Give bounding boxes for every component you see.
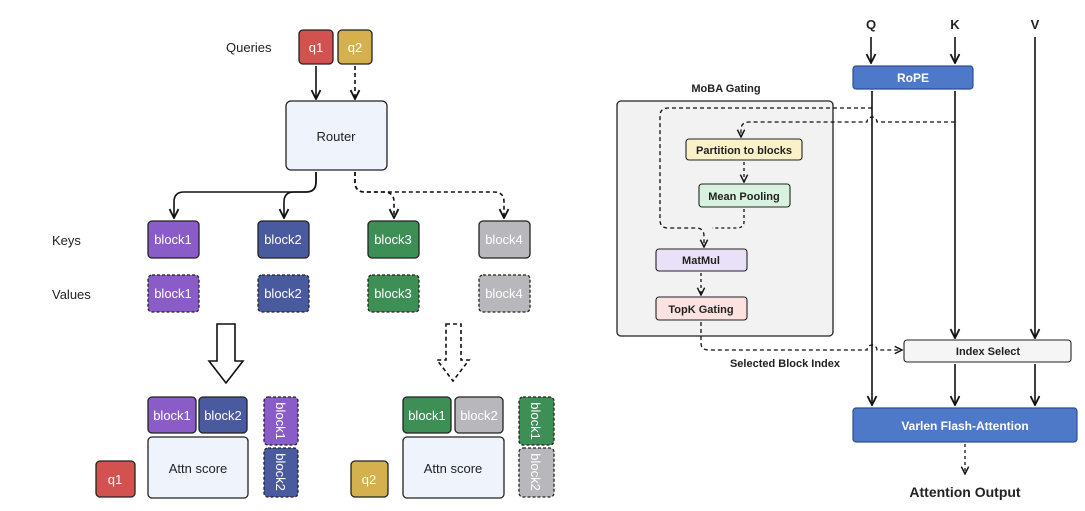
flash-attention-box: Varlen Flash-Attention <box>852 407 1078 443</box>
topk-gating-box: TopK Gating <box>655 296 748 321</box>
key-block4: block4 <box>478 220 531 259</box>
moba-gating-title: MoBA Gating <box>691 83 760 95</box>
big-dashed-down-arrow <box>435 323 471 383</box>
input-v-label: V <box>1031 17 1040 32</box>
query-q1: q1 <box>298 29 334 65</box>
index-select-label: Index Select <box>956 346 1021 358</box>
result-q2-top-block2: block2 <box>460 408 498 423</box>
input-q-label: Q <box>866 17 876 32</box>
result-q1-side-block2: block2 <box>273 453 288 491</box>
key-block1: block1 <box>147 220 200 259</box>
partition-label: Partition to blocks <box>696 145 792 157</box>
result-q2-query-label: q2 <box>362 472 376 487</box>
mean-pooling-box: Mean Pooling <box>698 183 791 208</box>
result-q2-side-block1: block1 <box>528 402 543 440</box>
router-to-block3-arrow <box>354 172 394 218</box>
result-q1-top-block1: block1 <box>153 408 191 423</box>
matmul-label: MatMul <box>682 255 720 267</box>
partition-box: Partition to blocks <box>685 138 803 161</box>
key-block3-label: block3 <box>374 232 412 247</box>
value-block3-label: block3 <box>374 286 412 301</box>
rope-box: RoPE <box>852 65 974 90</box>
result-q1-top-block2: block2 <box>204 408 242 423</box>
result-q2-top-block1: block1 <box>408 408 446 423</box>
value-block4: block4 <box>478 274 531 313</box>
input-k-label: K <box>950 17 960 32</box>
topk-gating-label: TopK Gating <box>668 304 733 316</box>
value-block3: block3 <box>367 274 420 313</box>
queries-label: Queries <box>226 40 272 55</box>
router-to-block4-arrow <box>354 172 504 218</box>
query-q2-label: q2 <box>348 40 362 55</box>
result-q1-query-label: q1 <box>108 472 122 487</box>
attention-output-label: Attention Output <box>909 484 1021 500</box>
result-q2-group: q2 block1 block2 Attn score block1 block… <box>350 396 555 499</box>
router-to-block2-arrow <box>284 172 317 218</box>
value-block4-label: block4 <box>485 286 523 301</box>
pooling-to-matmul-arrow <box>712 209 745 229</box>
result-q1-score-label: Attn score <box>169 461 228 476</box>
result-q2-score-label: Attn score <box>424 461 483 476</box>
selected-block-index-label: Selected Block Index <box>730 358 841 370</box>
keys-label: Keys <box>52 233 81 248</box>
router-box: Router <box>285 100 388 171</box>
result-q1-group: q1 block1 block2 Attn score block1 block… <box>95 396 299 499</box>
query-q1-label: q1 <box>309 40 323 55</box>
value-block1-label: block1 <box>154 286 192 301</box>
index-select-box: Index Select <box>903 339 1072 363</box>
k-to-partition-dashed-path <box>741 116 955 137</box>
value-block2-label: block2 <box>264 286 302 301</box>
key-block1-label: block1 <box>154 232 192 247</box>
result-q2-side-block2: block2 <box>528 453 543 491</box>
router-to-block1-arrow <box>174 172 317 218</box>
big-solid-down-arrow <box>207 323 245 385</box>
mean-pooling-label: Mean Pooling <box>708 191 780 203</box>
value-block1: block1 <box>147 274 200 313</box>
value-block2: block2 <box>257 274 310 313</box>
query-q2: q2 <box>337 29 373 65</box>
topk-to-index-select-arrow <box>700 322 902 350</box>
result-q1-side-block1: block1 <box>273 402 288 440</box>
flash-attention-label: Varlen Flash-Attention <box>901 419 1028 433</box>
key-block4-label: block4 <box>485 232 523 247</box>
rope-label: RoPE <box>897 71 929 85</box>
key-block3: block3 <box>367 220 420 259</box>
values-label: Values <box>52 287 91 302</box>
matmul-box: MatMul <box>655 248 748 272</box>
key-block2-label: block2 <box>264 232 302 247</box>
router-label: Router <box>316 129 356 144</box>
key-block2: block2 <box>257 220 310 259</box>
